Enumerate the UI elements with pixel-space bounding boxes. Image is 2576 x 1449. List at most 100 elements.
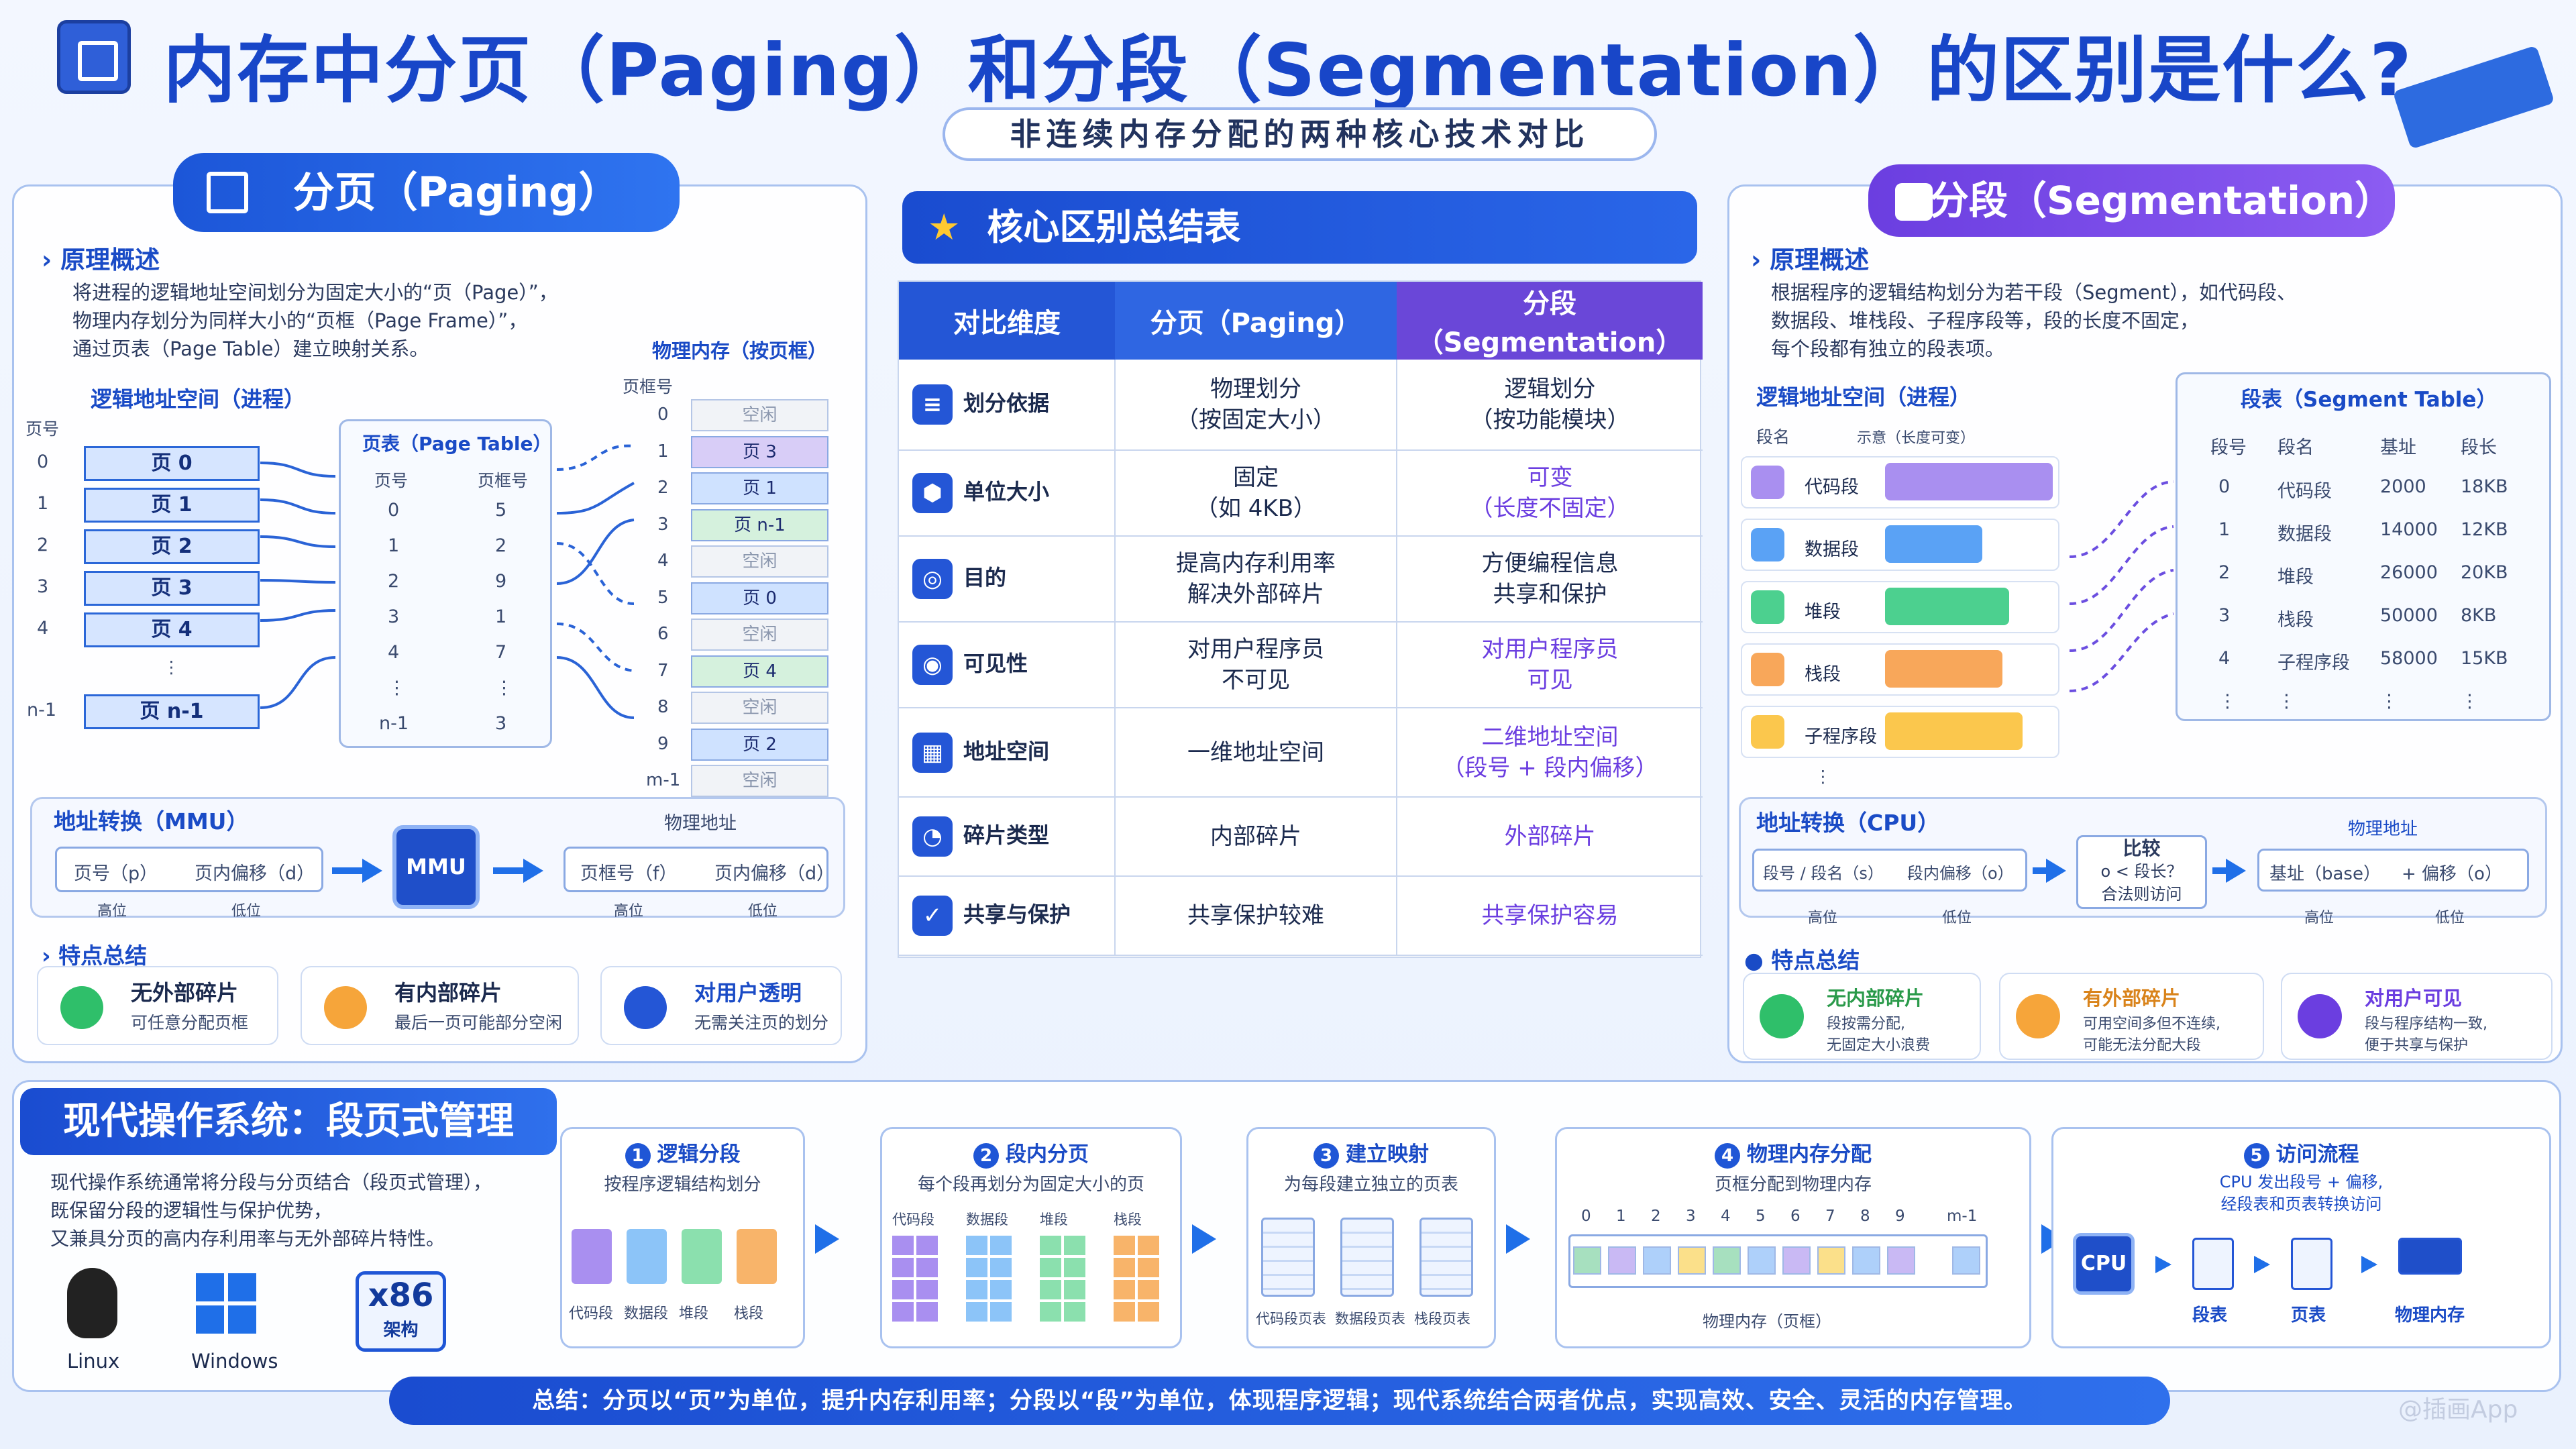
paged-segment — [1114, 1236, 1159, 1322]
map-arrow — [556, 542, 635, 605]
compare-paging: 对用户程序员 不可见 — [1114, 622, 1397, 708]
page-table-icon — [2291, 1238, 2332, 1290]
frame-free: 空闲 — [691, 399, 828, 431]
frame-used: 页 3 — [691, 435, 828, 468]
feature-desc: 无固定大小浪费 — [1827, 1037, 1931, 1054]
seg-name-label: 段名 — [1756, 427, 1790, 447]
feature-title: 有内部碎片 — [394, 980, 502, 1006]
feature-title: 有外部碎片 — [2083, 987, 2181, 1010]
st-cell: 50000 — [2380, 605, 2438, 626]
frame-num: 1 — [1616, 1208, 1626, 1225]
paged-segment — [966, 1236, 1012, 1322]
phys-addr-box — [564, 847, 828, 892]
windows-label: Windows — [191, 1350, 278, 1373]
shield-icon: ✓ — [912, 896, 953, 936]
paging-overview: 将进程的逻辑地址空间划分为固定大小的“页（Page）”，物理内存划分为同样大小的… — [72, 281, 558, 360]
phys-memory-frame — [1568, 1234, 1988, 1288]
paging-features-title: › 特点总结 — [42, 943, 148, 969]
segment-name: 栈段 — [1805, 664, 1841, 685]
feature-desc: 段按需分配, — [1827, 1016, 1905, 1032]
windows-icon — [196, 1273, 256, 1334]
addr-frame-num: 页框号（f） — [580, 863, 678, 884]
step-number: 1 — [625, 1143, 651, 1169]
st-cell: 4 — [2218, 648, 2231, 669]
page-block: 页 4 — [84, 612, 260, 647]
addr-offset: + 偏移（o） — [2402, 864, 2502, 884]
feature-desc: 段与程序结构一致, — [2365, 1016, 2487, 1032]
feature-title: 无外部碎片 — [131, 980, 239, 1006]
step-label: 数据段 — [966, 1212, 1008, 1228]
segment-name: 堆段 — [1805, 602, 1841, 623]
compare-seg: 共享保护容易 — [1396, 876, 1703, 956]
addr-frame-offset: 页内偏移（d） — [714, 863, 835, 884]
st-cell: 1 — [2218, 519, 2231, 540]
compare-dim: ◔碎片类型 — [899, 797, 1115, 877]
addr-base: 基址（base） — [2269, 864, 2381, 884]
compare-paging: 固定 （如 4KB） — [1114, 450, 1397, 537]
step-arrow-icon — [1506, 1224, 1530, 1254]
step-card — [1555, 1127, 2031, 1348]
page-num: 2 — [37, 535, 49, 555]
compare-dim: ▦地址空间 — [899, 708, 1115, 798]
step-desc: CPU 发出段号 + 偏移, — [2219, 1173, 2383, 1191]
frame-cell — [1643, 1246, 1671, 1275]
step-number: 5 — [2243, 1143, 2269, 1169]
step-label: 页表 — [2291, 1305, 2326, 1326]
st-cell: 20KB — [2461, 562, 2508, 583]
feature-desc: 可用空间多但不连续, — [2083, 1016, 2220, 1032]
pages-ellipsis: ⋮ — [163, 657, 180, 677]
logical-addr-box — [55, 847, 323, 892]
segment-table — [2176, 372, 2551, 721]
map-arrow — [556, 623, 635, 672]
frame-num-label: 页框号 — [623, 377, 674, 396]
frame-free: 空闲 — [691, 619, 828, 651]
frame-num: 0 — [1581, 1208, 1591, 1225]
segment-block — [737, 1229, 777, 1284]
memory-icon — [2398, 1238, 2462, 1275]
feature-desc: 最后一页可能部分空闲 — [394, 1013, 563, 1032]
addr-page-offset: 页内偏移（d） — [195, 863, 315, 884]
paging-header: 分页（Paging） — [173, 153, 680, 232]
mmu-chip-icon: MMU — [392, 825, 480, 909]
warning-icon — [2016, 994, 2060, 1038]
frame-cell — [1817, 1246, 1845, 1275]
frame-cell — [1678, 1246, 1706, 1275]
paged-segment — [892, 1236, 938, 1322]
pt-cell-frame: 7 — [495, 642, 507, 663]
stack-icon — [1751, 653, 1784, 686]
step-label: 栈段 — [734, 1305, 764, 1322]
step-label: 段表 — [2192, 1305, 2228, 1326]
st-cell: 12KB — [2461, 519, 2508, 540]
frame-num: 5 — [1756, 1208, 1766, 1225]
compare-seg: 外部碎片 — [1396, 797, 1703, 877]
lo-label: 低位 — [1942, 910, 1972, 926]
frame-num: 2 — [657, 478, 669, 498]
step-desc: 按程序逻辑结构划分 — [604, 1175, 761, 1195]
st-header: 段长 — [2461, 437, 2497, 458]
paging-mapping-arrows — [260, 444, 635, 719]
st-cell: 2 — [2218, 562, 2231, 583]
frame-num: 7 — [657, 660, 669, 681]
compare-seg: 方便编程信息 共享和保护 — [1396, 536, 1703, 623]
compare-row: ▦地址空间一维地址空间二维地址空间 （段号 + 段内偏移） — [899, 708, 1703, 798]
paging-overview-title: › 原理概述 — [42, 246, 160, 274]
check-icon — [1760, 994, 1804, 1038]
st-cell: 数据段 — [2277, 524, 2332, 545]
seg-logical-addr-box — [1752, 849, 2027, 892]
frame-used: 页 1 — [691, 472, 828, 504]
seg-ellipsis: ⋮ — [1815, 767, 1831, 786]
addr-seg-num: 段号 / 段名（s） — [1763, 864, 1884, 883]
page-title: 内存中分页（Paging）和分段（Segmentation）的区别是什么? — [163, 29, 2413, 113]
st-cell: 3 — [2218, 605, 2231, 626]
compare-dim: ≡划分依据 — [899, 360, 1115, 451]
compare-dim: ✓共享与保护 — [899, 876, 1115, 956]
compare-row: ⬢单位大小固定 （如 4KB）可变 （长度不固定） — [899, 450, 1703, 537]
shield-icon — [624, 986, 667, 1029]
compare-row: ≡划分依据物理划分 （按固定大小）逻辑划分 （按功能模块） — [899, 360, 1703, 451]
pt-cell-page: 3 — [388, 606, 400, 627]
arrow-head — [523, 859, 543, 883]
doc-icon — [324, 986, 367, 1029]
frame-num: 1 — [657, 441, 669, 462]
